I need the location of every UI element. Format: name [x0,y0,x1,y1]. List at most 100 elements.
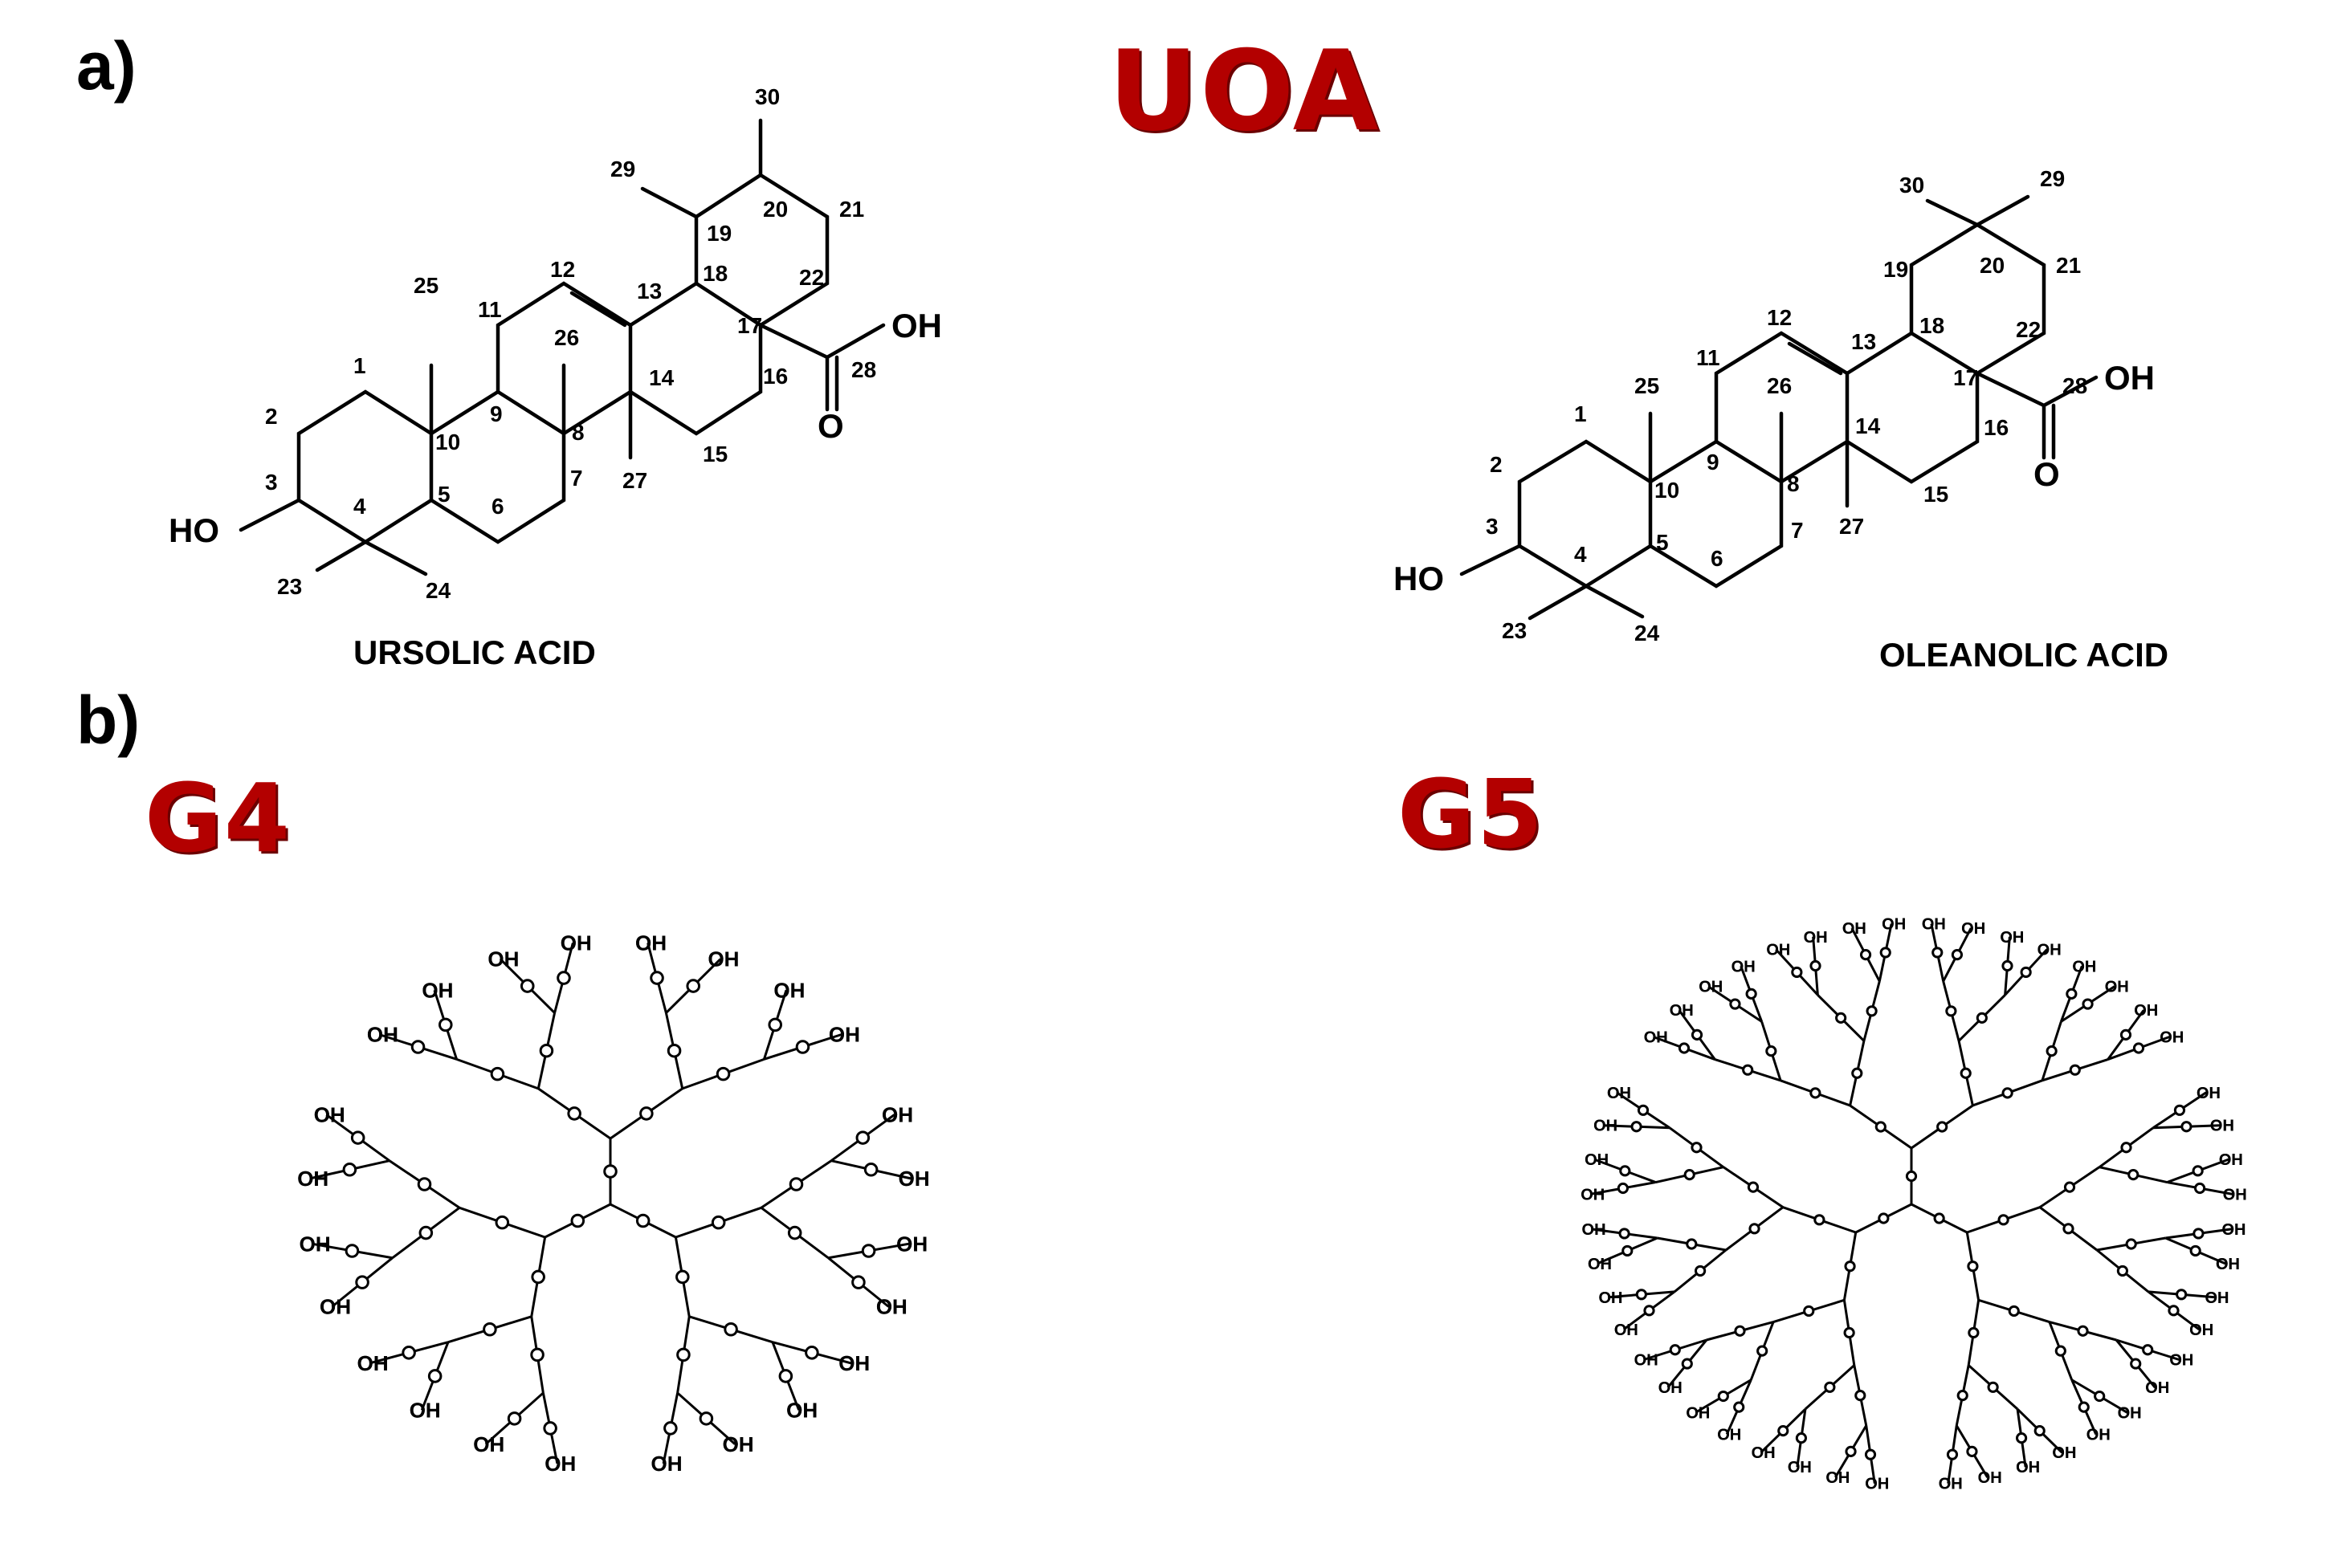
ester-oxygen [1643,1305,1655,1317]
ester-oxygen [427,1369,443,1383]
ester-oxygen [1931,947,1944,959]
end-group-label: OH [1939,1476,1963,1493]
end-group-label: OH [1614,1322,1638,1339]
ester-oxygen [1795,1432,1808,1444]
end-group-label: OH [1588,1256,1612,1273]
end-group-label: OH [1865,1476,1889,1493]
g4-title: G4 [145,763,292,874]
end-group-label: OH [1825,1469,1850,1487]
end-group-label: OH [1581,1186,1605,1203]
end-group-label: OH [2145,1379,2169,1397]
end-group-label: OH [2221,1221,2245,1239]
ester-oxygen [603,1164,618,1179]
end-group-label: OH [561,931,592,955]
ester-oxygen [520,979,535,993]
ester-oxygen [1733,1401,1745,1413]
end-group-label: OH [2072,958,2096,975]
end-group-label: OH [2052,1444,2076,1462]
ester-oxygen [567,1106,581,1121]
ester-oxygen [418,1225,434,1240]
end-group-label: OH [1804,929,1828,947]
ester-oxygen [2008,1305,2020,1318]
end-group-label: OH [2105,979,2129,996]
end-group-label: OH [1939,1476,1963,1493]
ester-oxygen [1791,966,1803,979]
ester-oxygen [675,1269,690,1285]
ester-oxygen [2168,1305,2180,1317]
ester-oxygen [1864,1448,1877,1460]
ester-oxygen [2130,1358,2142,1370]
ursolic-hydroxyl-label: HO [169,511,219,549]
ursolic-num: 15 [703,442,728,466]
end-group-label: OH [1599,1289,1623,1307]
ester-oxygen [1845,1445,1857,1457]
ursolic-num: 8 [572,420,585,445]
end-group-label: OH [2000,929,2024,947]
oleanolic-acid-oh-label: OH [2104,359,2155,397]
end-group-label: OH [882,1103,913,1127]
end-group-label: OH [1882,916,1906,934]
end-group-label: OH [300,1232,331,1256]
end-group-label: OH [2219,1151,2243,1169]
ursolic-acid-oh-label: OH [891,307,942,344]
end-group-label: OH [2118,1404,2142,1422]
ursolic-num: 30 [755,84,780,109]
oleanolic-num: 20 [1980,253,2005,278]
end-group-label: OH [2052,1444,2076,1462]
end-group-label: OH [2197,1085,2221,1102]
ester-oxygen [2194,1182,2206,1195]
end-group-label: OH [422,978,453,1002]
ester-oxygen [2116,1265,2129,1277]
end-group-label: OH [1788,1459,1812,1476]
ursolic-num: 28 [851,357,876,382]
ester-oxygen [1729,998,1741,1010]
uoa-title: UOA [1108,26,1381,156]
ester-oxygen [438,1017,453,1032]
end-group-label: OH [1732,958,1756,975]
end-group-label: OH [1658,1379,1683,1397]
end-group-label: OH [2210,1118,2234,1135]
ester-oxygen [2046,1045,2058,1057]
end-group-label: OH [2169,1351,2193,1369]
oleanolic-num: 15 [1923,482,1948,507]
ester-oxygen [1635,1289,1647,1301]
ester-oxygen [855,1130,871,1145]
oleanolic-num: 27 [1839,514,1864,539]
ester-oxygen [2066,988,2078,1000]
oleanolic-num: 25 [1634,373,1659,398]
ester-oxygen [1617,1182,1630,1195]
ursolic-num: 2 [265,404,278,429]
ester-oxygen [2020,966,2032,979]
end-group-label: OH [773,978,805,1002]
ester-oxygen [2192,1165,2204,1177]
ursolic-num: 14 [649,365,675,390]
oleanolic-num: 8 [1787,471,1800,496]
end-group-label: OH [1607,1085,1631,1102]
end-group-label: OH [1717,1426,1741,1444]
ester-oxygen [2054,1345,2066,1357]
oleanolic-num: 28 [2062,373,2087,398]
ester-oxygen [768,1017,782,1032]
end-group-label: OH [2223,1186,2247,1203]
end-group-label: OH [896,1232,928,1256]
end-group-label: OH [899,1167,930,1191]
ester-oxygen [1717,1390,1729,1403]
oleanolic-num: 16 [1984,415,2009,440]
ursolic-num: 23 [277,574,302,599]
ester-oxygen [1997,1214,2009,1226]
end-group-label: OH [876,1295,908,1319]
ester-oxygen [2033,1425,2046,1437]
ester-oxygen [1945,1005,1957,1017]
ester-oxygen [1933,1212,1945,1224]
end-group-label: OH [314,1103,345,1127]
oleanolic-num: 18 [1919,313,1944,338]
end-group-label: OH [2016,1459,2040,1476]
ursolic-num: 3 [265,470,278,495]
end-group-label: OH [2072,958,2096,975]
ester-oxygen [2120,1142,2132,1154]
ester-oxygen [1691,1142,1703,1154]
end-group-label: OH [1699,979,1723,996]
ester-oxygen [1637,1104,1650,1116]
end-group-label: OH [838,1351,870,1375]
panel-b-label: b) [76,682,141,758]
